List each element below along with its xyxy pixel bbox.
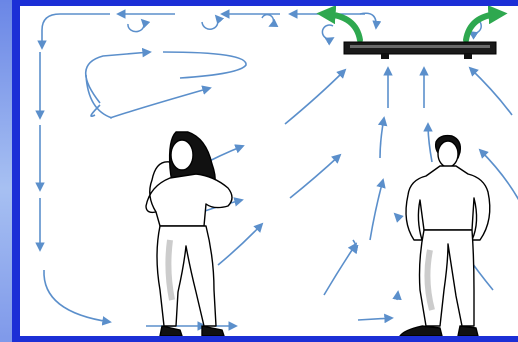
- airflow-illustration: [20, 6, 518, 336]
- circular-arrow-icon: [262, 15, 273, 26]
- swirl-loop: [86, 52, 246, 118]
- air-flow-arrow: [358, 318, 392, 320]
- air-flow-arrow: [324, 244, 356, 295]
- air-flow-arrow: [470, 68, 512, 115]
- air-flow-arrow: [86, 75, 112, 118]
- circular-arrow-icon: [128, 20, 144, 32]
- air-flow-arrow: [86, 52, 150, 103]
- exhaust-arrows: [326, 14, 498, 40]
- curved-arrow-icon: [466, 14, 498, 40]
- air-flow-arrow: [370, 180, 383, 240]
- curved-arrow-icon: [326, 14, 360, 40]
- air-flow-arrow: [380, 118, 384, 158]
- air-flow-arrow: [42, 14, 110, 48]
- air-flow-arrow: [428, 124, 432, 162]
- room-cross-section: [20, 6, 518, 336]
- air-flow-arrow: [218, 224, 262, 265]
- ceiling-swirls: [128, 13, 481, 39]
- air-flow-arrow: [397, 292, 398, 300]
- woman-standing-icon: [146, 132, 232, 336]
- ceiling-return-arrows: [42, 14, 365, 48]
- air-flow-arrow: [290, 155, 340, 198]
- air-flow-arrow: [285, 70, 345, 124]
- man-standing-icon: [400, 136, 490, 336]
- circular-arrow-icon: [360, 13, 376, 28]
- air-flow-arrow: [395, 214, 396, 215]
- circular-arrow-icon: [322, 25, 333, 39]
- air-flow-arrow: [44, 270, 110, 322]
- air-flow-arrow: [163, 52, 246, 78]
- circular-arrow-icon: [202, 16, 218, 29]
- air-flow-arrow: [110, 88, 210, 118]
- ceiling-cassette-unit-icon: [344, 42, 496, 59]
